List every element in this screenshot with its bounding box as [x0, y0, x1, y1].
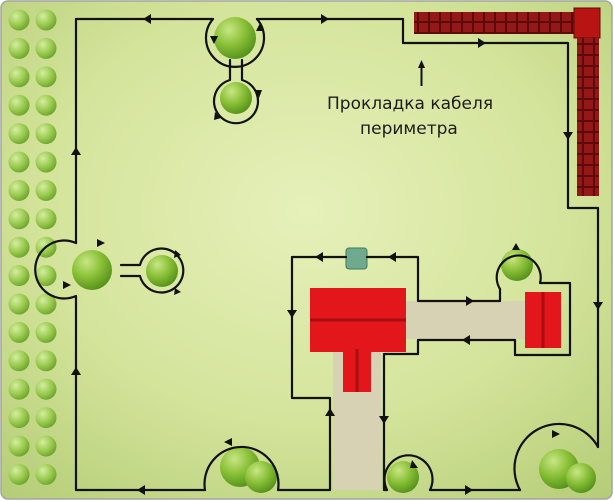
perimeter-wire	[34, 17, 600, 492]
tree-top-center-lower	[220, 82, 252, 114]
hedge-bush	[35, 208, 57, 230]
hedge-bush	[35, 265, 57, 287]
hedge-bush	[35, 407, 57, 429]
hedge-bush	[8, 321, 30, 343]
hedge-bush	[8, 236, 30, 258]
hedge-bush	[35, 9, 57, 31]
tree-outbuilding	[501, 249, 533, 281]
hedge-bush	[8, 66, 30, 88]
hedge-bush	[8, 179, 30, 201]
hedge-bush	[35, 378, 57, 400]
outbuilding	[525, 292, 561, 348]
hedge-bush	[35, 123, 57, 145]
caption-line-1: Прокладка кабеля	[327, 94, 493, 114]
tree-bottom-middle	[387, 461, 419, 493]
hedge-bush	[8, 350, 30, 372]
brick-wall	[414, 7, 601, 196]
tree-top-center-upper	[214, 17, 256, 59]
hedge-bush	[8, 37, 30, 59]
tree-bottom-left	[220, 447, 277, 493]
tree-left-small	[146, 255, 178, 287]
garden-shed	[345, 247, 368, 270]
hedge-bush	[35, 37, 57, 59]
hedge-bush	[35, 293, 57, 315]
hedge-bush	[8, 208, 30, 230]
garden-paths	[333, 301, 529, 490]
caption-line-2: периметра	[360, 119, 458, 139]
hedge-bush	[35, 350, 57, 372]
hedge-bush	[8, 293, 30, 315]
hedge-bush	[8, 151, 30, 173]
hedge-bush	[8, 123, 30, 145]
hedge-bush	[35, 66, 57, 88]
hedge-bush	[8, 463, 30, 485]
hedge-bush	[35, 321, 57, 343]
hedge-rows	[8, 9, 57, 485]
hedge-bush	[35, 94, 57, 116]
hedge-bush	[35, 435, 57, 457]
hedge-bush	[35, 179, 57, 201]
hedge-bush	[8, 9, 30, 31]
hedge-bush	[35, 151, 57, 173]
hedge-bush	[8, 94, 30, 116]
hedge-bush	[35, 463, 57, 485]
hedge-bush	[8, 435, 30, 457]
hedge-bush	[8, 407, 30, 429]
wire-direction-arrows	[63, 14, 603, 495]
hedge-bush	[8, 378, 30, 400]
main-house	[310, 288, 406, 392]
tree-bottom-right	[539, 449, 596, 493]
tree-left-middle	[72, 250, 112, 290]
hedge-bush	[8, 265, 30, 287]
